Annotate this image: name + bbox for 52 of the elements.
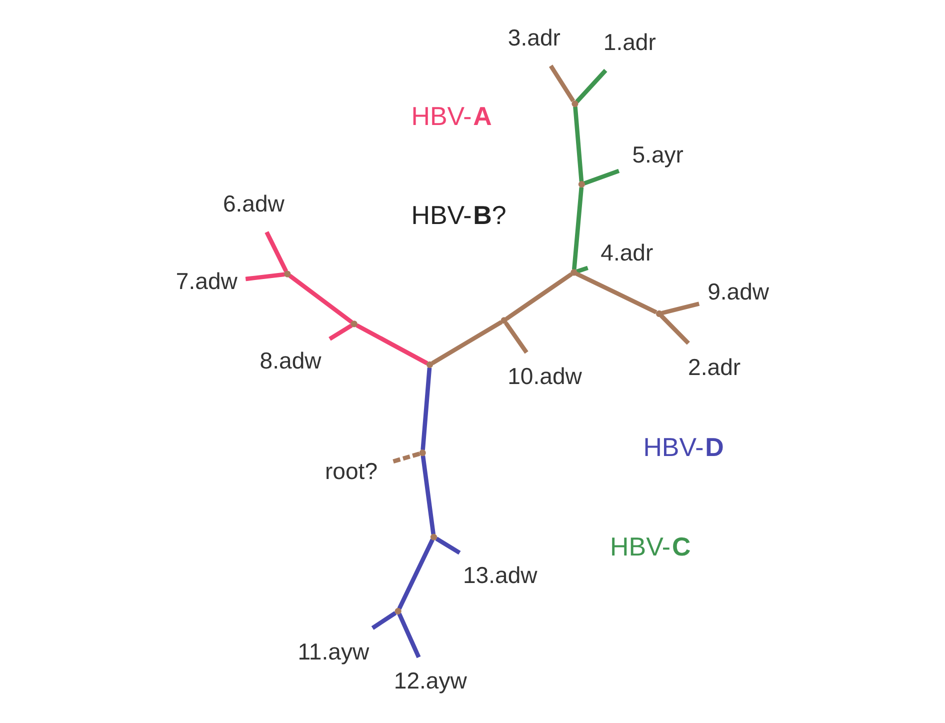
connector — [505, 272, 573, 321]
node-point — [656, 310, 663, 318]
node-text: 5.ayr — [632, 141, 684, 168]
node-text: 6.adw — [222, 190, 284, 216]
label: HBV-B? — [411, 202, 506, 230]
node-point — [570, 269, 578, 276]
connector — [371, 611, 397, 630]
node-point — [394, 608, 402, 614]
connector — [356, 323, 428, 366]
connector — [245, 272, 285, 282]
connector — [504, 322, 528, 354]
node-point — [419, 450, 426, 456]
connector — [572, 187, 584, 270]
connector — [397, 538, 434, 610]
connector — [328, 324, 353, 341]
connector — [573, 106, 584, 182]
connector — [576, 266, 588, 274]
node-text: root? — [324, 458, 378, 484]
node-point — [500, 317, 508, 324]
node-text: 9.adw — [708, 278, 770, 304]
node-point — [350, 320, 358, 328]
connector — [431, 320, 503, 366]
node-text: 13.adw — [462, 562, 538, 588]
label: HBV-A — [411, 102, 492, 131]
connector — [420, 368, 432, 450]
connector — [584, 168, 620, 186]
connector — [548, 64, 576, 102]
connector — [264, 231, 288, 272]
node-point — [578, 181, 586, 188]
connector — [575, 272, 658, 314]
node-text: 4.adr — [600, 239, 654, 266]
node-text: 3.adr — [508, 24, 560, 50]
node-point — [284, 270, 291, 278]
node-text: 1.adr — [603, 28, 656, 55]
node-text: 8.adw — [260, 347, 322, 374]
connector — [288, 274, 354, 324]
connector — [661, 302, 700, 316]
connector — [660, 314, 690, 345]
node-text: 12.ayw — [394, 668, 467, 694]
node-point — [430, 534, 438, 540]
connector — [575, 68, 608, 104]
connector — [435, 536, 461, 555]
node-point — [572, 100, 578, 108]
node-point — [426, 361, 434, 368]
node-text: 11.ayw — [298, 638, 370, 664]
node-text: 7.adw — [176, 268, 238, 294]
connector — [420, 455, 436, 535]
connector — [397, 612, 421, 658]
node-text: 10.adw — [508, 362, 582, 389]
label: HBV-D — [643, 434, 724, 462]
node-text: 2.adr — [688, 354, 741, 380]
label: HBV-C — [610, 534, 691, 562]
